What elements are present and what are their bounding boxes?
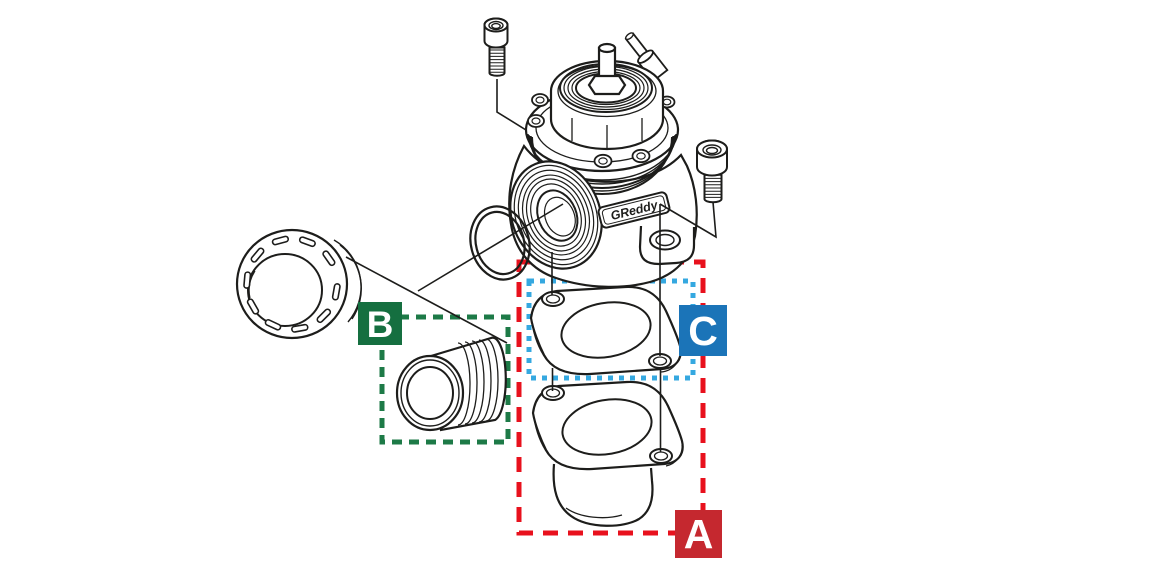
- part-b-label: B: [358, 302, 402, 345]
- flange-screw-boss-lower: [593, 148, 651, 169]
- flange-tube: [552, 463, 654, 527]
- inlet-throat: [509, 160, 603, 270]
- leader-inlet-oring: [417, 203, 564, 292]
- collar-vent-slots: [243, 235, 341, 333]
- adapter-threads: [457, 338, 499, 426]
- socket-bolt-upper-left: [483, 17, 509, 77]
- blow-off-valve-body: GReddy: [508, 32, 698, 288]
- weld-flange: [531, 380, 684, 527]
- part-c-letter: C: [688, 308, 718, 354]
- vacuum-nipple: [624, 32, 669, 83]
- valve-stem: [597, 42, 617, 82]
- part-a-label: A: [675, 510, 722, 558]
- leader-lines: [345, 79, 717, 452]
- part-c-label: C: [679, 305, 727, 356]
- part-a-letter: A: [684, 511, 714, 557]
- part-b-region-outline: [379, 314, 511, 445]
- o-ring: [469, 205, 531, 281]
- part-b-letter: B: [367, 304, 394, 345]
- hose-collar: [235, 228, 362, 340]
- mounting-ear: [638, 225, 696, 266]
- hose-adapter-fitting: [395, 336, 507, 432]
- leader-bolt-right: [659, 201, 717, 239]
- part-c-label-box: [679, 305, 727, 356]
- lock-nut: [587, 74, 627, 96]
- gasket: [529, 285, 682, 376]
- socket-bolt-right: [696, 139, 728, 204]
- leader-collar-adapter: [345, 256, 508, 344]
- part-a-label-box: [675, 510, 722, 558]
- part-b-label-box: [358, 302, 402, 345]
- leader-bolt-left: [496, 79, 527, 131]
